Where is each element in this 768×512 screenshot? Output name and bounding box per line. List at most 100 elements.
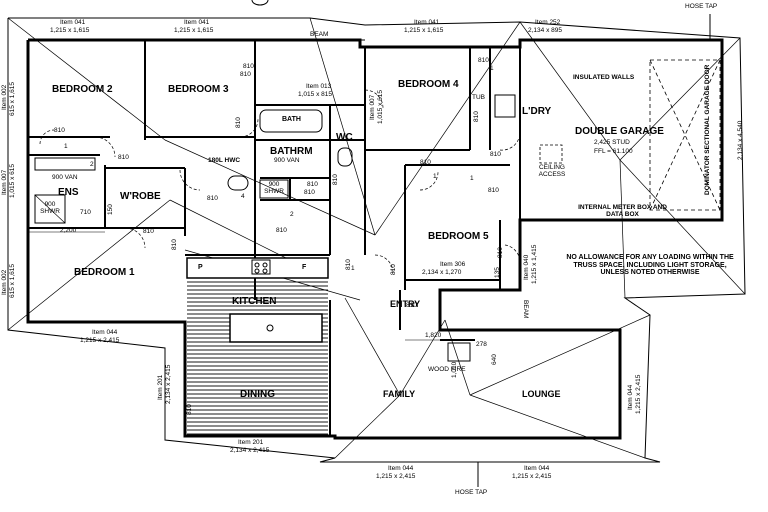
- window-size-label: 2,134 x 1,270: [422, 269, 462, 276]
- meter-box-label: INTERNAL METER BOX AND DATA BOX: [578, 204, 667, 218]
- kitchen-island: [229, 313, 323, 343]
- window-item-label: Item 007: [1, 169, 8, 195]
- door-width-label: 810: [497, 247, 504, 258]
- shower-label: 900 SHWR: [264, 181, 284, 195]
- door-width-label: 810: [207, 195, 218, 202]
- sink-icon: [266, 324, 274, 332]
- toilet-icon: [227, 175, 249, 191]
- door-width-label: 810: [490, 151, 501, 158]
- door-width-label: 810: [186, 404, 193, 415]
- dimension-label: 640: [491, 354, 498, 365]
- window-item-label: Item 041: [60, 19, 86, 26]
- cupboard-number: 1: [351, 265, 355, 272]
- vanity-label: 900 VAN: [274, 157, 300, 164]
- cupboard-number: 2: [290, 211, 294, 218]
- dimension-label: 135: [494, 267, 501, 278]
- room-bedroom-2: BEDROOM 2: [52, 84, 113, 95]
- cupboard-number: 1: [64, 143, 68, 150]
- window-item-label: Item 041: [184, 19, 210, 26]
- window-size-label: 615 x 1,615: [9, 264, 16, 298]
- dimension-label: 2,200: [60, 227, 77, 234]
- window-item-label: Item 201: [238, 439, 264, 446]
- window-size-label: 1,215 x 1,615: [404, 27, 444, 34]
- window-size-label: 1,215 x 1,615: [174, 27, 214, 34]
- ceiling-access-outline: [539, 144, 563, 164]
- door-width-label: 810: [171, 239, 178, 250]
- beam-label: BEAM: [310, 31, 329, 38]
- dimension-label: 150: [107, 204, 114, 215]
- room-bedroom-4: BEDROOM 4: [398, 79, 459, 90]
- window-size-label: 1,215 x 2,415: [80, 337, 120, 344]
- window-size-label: 1,015 x 615: [377, 90, 384, 124]
- burner-icon: [262, 268, 268, 274]
- room-ens: ENS: [58, 187, 79, 198]
- door-width-label: 810: [478, 57, 489, 64]
- room-bedroom-1: BEDROOM 1: [74, 267, 135, 278]
- bathtub-icon: [259, 109, 323, 133]
- window-item-label: Item 306: [440, 261, 466, 268]
- window-item-label: Item 044: [524, 465, 550, 472]
- window-item-label: Item 252: [535, 19, 561, 26]
- roof-outline: [7, 17, 746, 463]
- window-item-label: Item 002: [1, 269, 8, 295]
- window-size-label: 1,215 x 2,415: [512, 473, 552, 480]
- dimension-label: 1,820: [425, 332, 442, 339]
- insulated-walls-label: INSULATED WALLS: [573, 74, 635, 81]
- shower-icon: [34, 194, 66, 224]
- hose-tap-label: HOSE TAP: [685, 3, 718, 10]
- tub-icon: [494, 94, 516, 118]
- room-entry: ENTRY: [390, 299, 421, 309]
- ceiling-access-label: CEILING ACCESS: [538, 164, 566, 178]
- compass-mark: [251, 0, 269, 6]
- room-wrobe: W'ROBE: [120, 191, 161, 202]
- door-width-label: 810: [390, 264, 397, 275]
- hwc-label: 180L HWC: [208, 157, 241, 164]
- door-width-label: 810: [143, 228, 154, 235]
- door-width-label: 810: [276, 227, 287, 234]
- door-width-label: 810: [332, 174, 339, 185]
- window-item-label: Item 040: [523, 254, 530, 280]
- door-width-label: 810: [240, 71, 251, 78]
- kitchen-bench: [186, 257, 329, 279]
- window-size-label: 1,015 x 815: [298, 91, 332, 98]
- door-width-label: 810: [420, 159, 431, 166]
- window-item-label: Item 002: [1, 84, 8, 110]
- ffl-label: FFL = 61.100: [594, 148, 633, 155]
- window-size-label: 1,015 x 615: [9, 164, 16, 198]
- door-width-label: 810: [118, 154, 129, 161]
- beam-label: BEAM: [522, 300, 529, 319]
- room-lounge: LOUNGE: [522, 389, 561, 399]
- burner-icon: [254, 268, 260, 274]
- cupboard-number: 2: [90, 161, 94, 168]
- truss-note: NO ALLOWANCE FOR ANY LOADING WITHIN THE …: [566, 254, 734, 277]
- window-item-label: Item 044: [627, 384, 634, 410]
- fridge-label: F: [302, 264, 307, 271]
- cupboard-number: 1: [433, 173, 437, 180]
- door-width-label: 810: [235, 117, 242, 128]
- window-size-label: 1,215 x 1,415: [531, 244, 538, 284]
- door-width-label: 810: [488, 187, 499, 194]
- dimension-label: 1,010: [451, 361, 458, 378]
- room-kitchen: KITCHEN: [232, 296, 277, 307]
- room-bedroom-3: BEDROOM 3: [168, 84, 229, 95]
- room-bathrm: BATHRM: [270, 146, 313, 157]
- garage-door-label: DOMINATOR SECTIONAL GARAGE DOOR: [704, 64, 711, 195]
- window-size-label: 1,215 x 2,415: [376, 473, 416, 480]
- window-item-label: Item 007: [369, 94, 376, 120]
- window-item-label: Item 201: [157, 374, 164, 400]
- window-size-label: 2,134 x 2,415: [165, 364, 172, 404]
- window-item-label: Item 013: [306, 83, 332, 90]
- room-bath: BATH: [282, 116, 301, 123]
- door-width-label: 810: [304, 189, 315, 196]
- wood-fire-icon: [447, 342, 471, 362]
- window-size-label: 615 x 1,615: [9, 82, 16, 116]
- cupboard-number: 1: [470, 175, 474, 182]
- door-width-label: 810: [473, 111, 480, 122]
- door-swings: [39, 89, 521, 274]
- cupboard-number: 4: [241, 193, 245, 200]
- dimension-label: 278: [476, 341, 487, 348]
- door-width-label: 810: [243, 63, 254, 70]
- cooktop-icon: [251, 259, 271, 275]
- garage-door-outline: [649, 59, 721, 211]
